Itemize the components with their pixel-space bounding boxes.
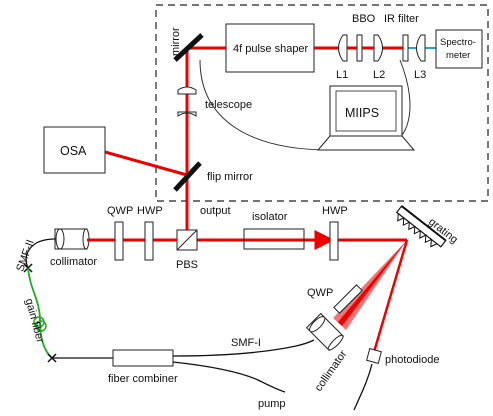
bbo-crystal <box>356 34 363 62</box>
collimator-right-label: collimator <box>313 348 350 394</box>
fiber-combiner-label: fiber combiner <box>108 373 178 385</box>
l3-label: L3 <box>414 69 426 81</box>
qwp-right-label: QWP <box>307 287 333 299</box>
telescope-lens-top <box>177 86 197 95</box>
diffracted-fan-core <box>338 240 407 326</box>
spectrometer-box <box>435 29 483 69</box>
l1-label: L1 <box>336 69 348 81</box>
smf-ii-label: SMF-II <box>14 238 37 273</box>
isolator-box <box>243 228 305 250</box>
photodiode-cable <box>353 363 373 411</box>
spectrometer-label-line2: meter <box>446 50 470 61</box>
smf-ii-fiber <box>25 238 56 269</box>
miips-label: MIIPS <box>345 106 379 120</box>
mirror-label: mirror <box>170 27 182 56</box>
hwp-right-label: HWP <box>322 205 348 217</box>
pulse-shaper-label: 4f pulse shaper <box>233 43 309 55</box>
pump-fiber <box>172 361 286 393</box>
flip-mirror <box>173 161 202 192</box>
bbo-label: BBO <box>352 13 376 25</box>
osa-box <box>43 126 106 174</box>
collimator-left-label: collimator <box>50 256 97 268</box>
ir-filter-label: IR filter <box>384 13 419 25</box>
pbs-diagonal <box>176 229 198 251</box>
hwp-right <box>329 221 339 261</box>
lens-l1 <box>338 34 348 62</box>
qwp-right <box>333 284 363 314</box>
lens-l3 <box>416 34 426 62</box>
collimator-right <box>305 312 345 352</box>
pulse-shaper-box <box>225 23 315 73</box>
gain-fiber <box>27 267 53 359</box>
laptop-screen-inner <box>335 90 397 132</box>
laptop-cable-left <box>199 59 331 151</box>
ir-filter <box>402 34 409 62</box>
l2-label: L2 <box>373 69 385 81</box>
mirror <box>173 33 204 62</box>
miips-laptop: MIIPS <box>316 85 416 151</box>
qwp-left-label: QWP <box>107 205 133 217</box>
collimator-left <box>54 228 90 250</box>
fiber-combiner-box <box>112 349 174 367</box>
smf-i-fiber <box>172 339 315 357</box>
lens-l2 <box>373 34 383 62</box>
pbs-label: PBS <box>176 259 198 271</box>
photodiode-label: photodiode <box>385 354 439 366</box>
gain-fiber-loop-2 <box>35 320 47 332</box>
pump-label: pump <box>258 398 286 410</box>
isolator-label: isolator <box>252 211 288 223</box>
telescope-lens-bottom <box>177 111 197 117</box>
laptop-base <box>316 135 416 151</box>
telescope-label: telescope <box>205 99 252 111</box>
flip-mirror-label: flip mirror <box>207 171 253 183</box>
osa-label: OSA <box>60 144 87 158</box>
photodiode-beam <box>372 239 409 353</box>
laptop-screen <box>329 85 403 137</box>
output-label: output <box>200 205 231 217</box>
qwp-left-front <box>114 221 124 261</box>
grating <box>395 205 447 248</box>
hwp-left-label: HWP <box>137 205 163 217</box>
spectrometer-label-line1: Spectro- <box>440 37 476 48</box>
osa-beam <box>104 150 188 177</box>
smf-i-label: SMF-I <box>231 337 261 349</box>
photodiode <box>366 348 382 364</box>
hwp-left-front <box>144 221 154 261</box>
